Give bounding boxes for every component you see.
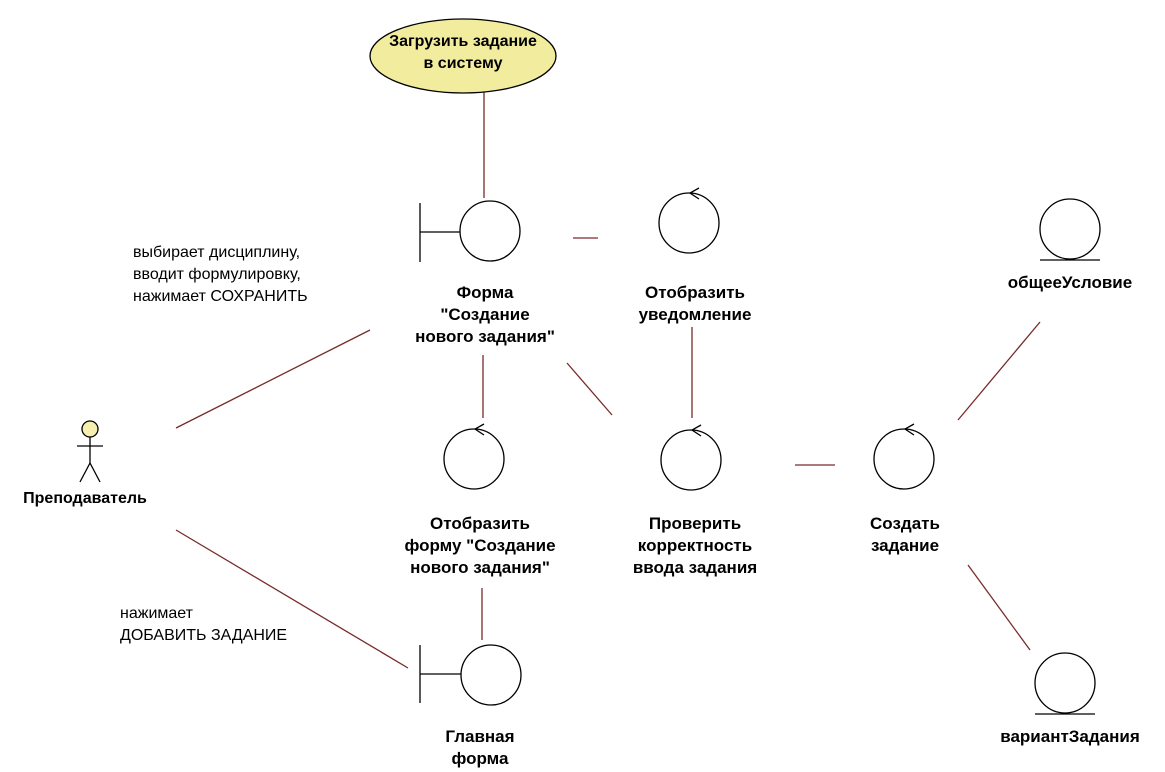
entity-label-general-condition: общееУсловие xyxy=(1007,273,1133,292)
control-label-show-notification: Отобразить уведомление xyxy=(638,283,752,324)
control-label-create-task: Создать задание xyxy=(870,514,940,555)
boundary-label-form-create: Форма "Создание нового задания" xyxy=(415,283,555,346)
link-actor-form xyxy=(175,329,371,429)
actor-label: Преподаватель xyxy=(23,490,147,507)
boundary-icon-form-create[interactable] xyxy=(419,200,521,262)
link-create-variant xyxy=(967,564,1031,651)
link-actor-mainform xyxy=(175,529,409,669)
control-icon-check-input[interactable] xyxy=(660,424,722,491)
control-label-show-create-form: Отобразить форму "Создание нового задани… xyxy=(404,514,556,577)
control-label-check-input: Проверить корректность ввода задания xyxy=(632,514,758,577)
control-icon-create-task[interactable] xyxy=(873,423,935,490)
entity-label-task-variant: вариантЗадания xyxy=(1000,727,1140,746)
note-select-discipline: выбирает дисциплину, вводит формулировку… xyxy=(133,244,308,305)
use-case-ellipse[interactable] xyxy=(369,18,557,94)
control-icon-show-create-form[interactable] xyxy=(443,423,505,490)
control-icon-show-notification[interactable] xyxy=(658,187,720,254)
entity-icon-general-condition[interactable] xyxy=(1039,198,1101,261)
link-create-general xyxy=(957,321,1041,421)
entity-icon-task-variant[interactable] xyxy=(1034,652,1096,715)
note-add-task: нажимает ДОБАВИТЬ ЗАДАНИЕ xyxy=(120,605,288,644)
actor-icon[interactable] xyxy=(77,420,103,483)
boundary-label-main-form: Главная форма xyxy=(445,727,515,768)
use-case-label: Загрузить задание в систему xyxy=(389,33,537,72)
boundary-icon-main-form[interactable] xyxy=(419,644,522,706)
link-form-check xyxy=(566,362,613,416)
